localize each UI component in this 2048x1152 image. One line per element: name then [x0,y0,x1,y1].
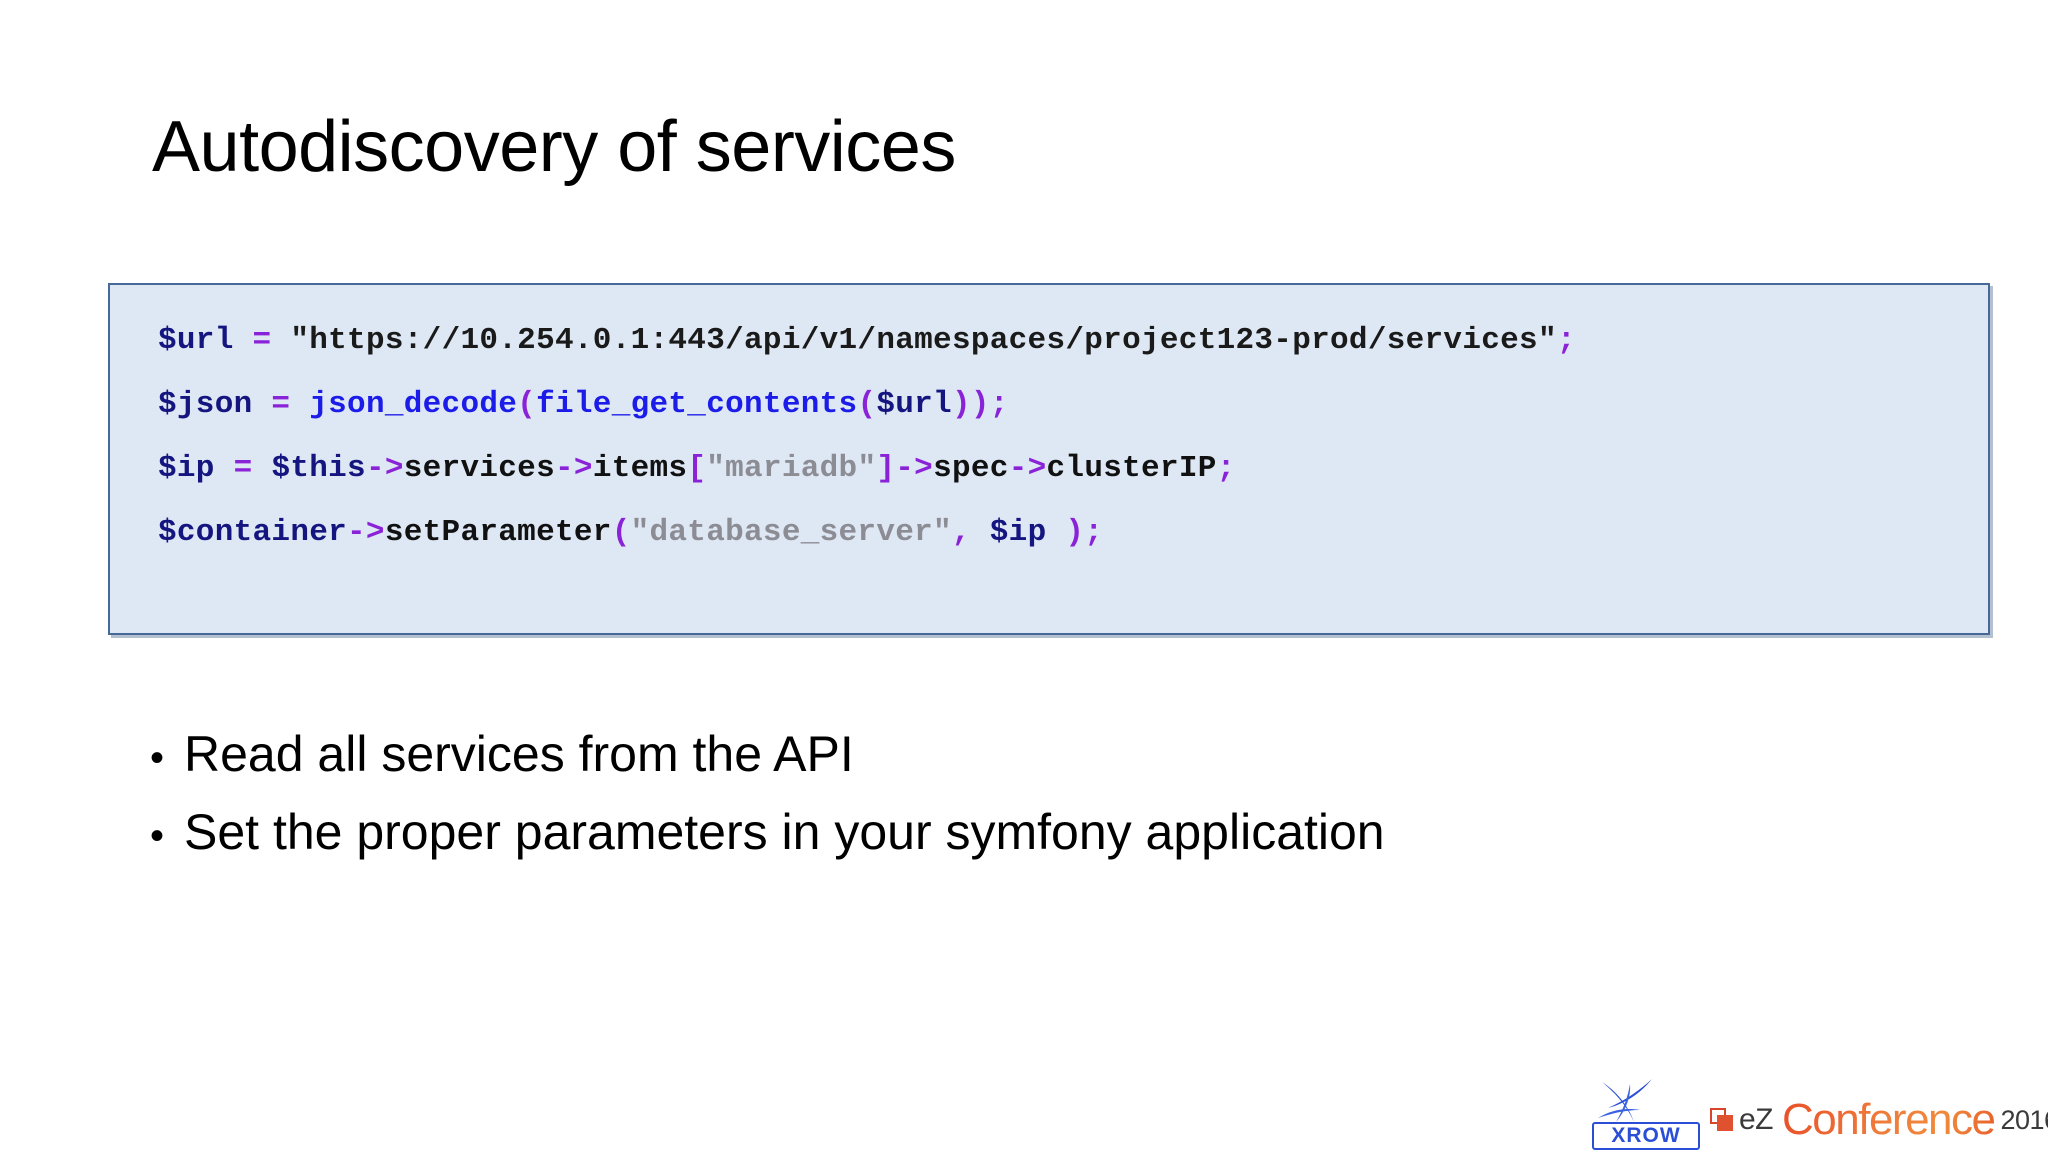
code-token: ; [1216,451,1236,486]
page-title: Autodiscovery of services [152,107,956,187]
code-token: items [592,451,688,486]
code-token: json_decode [309,387,518,422]
code-token: ; [1556,323,1576,358]
code-token: ); [1065,515,1104,550]
ez-conference-logo: eZ Conference 2016 [1710,1095,2048,1144]
code-token: ] [876,451,896,486]
code-token: $ip [989,515,1047,550]
bullet-dot-icon: • [150,813,165,858]
code-token [271,323,290,358]
code-token: = [233,451,253,486]
code-token: -> [365,451,404,486]
code-token: ( [517,387,537,422]
code-token [234,323,253,358]
code-token [253,387,272,422]
footer-logos: XROW eZ Conference 2016 [1592,1078,2048,1152]
ez-brand-label: eZ [1739,1103,1774,1136]
code-token: setParameter [384,515,612,550]
code-token: [ [687,451,707,486]
code-token: "database_server" [630,515,952,550]
xrow-star-icon [1598,1079,1652,1122]
list-item: • Read all services from the API [150,726,1750,784]
conference-label: Conference [1782,1095,1996,1144]
ez-squares-icon [1710,1108,1734,1132]
code-token: -> [1008,451,1047,486]
code-token: $container [158,515,348,550]
code-token [971,515,990,550]
bullet-dot-icon: • [150,736,165,780]
code-line: $ip = $this->services->items["mariadb"]-… [158,437,1980,501]
code-token: = [271,387,291,422]
code-token: clusterIP [1046,451,1217,486]
code-token: $this [271,451,366,486]
code-lines: $url = "https://10.254.0.1:443/api/v1/na… [158,309,1980,565]
code-token: $url [158,323,234,358]
code-block: $url = "https://10.254.0.1:443/api/v1/na… [108,283,1990,635]
code-token: services [403,451,555,486]
list-item: • Set the proper parameters in your symfo… [150,804,1750,862]
code-token: ( [611,515,631,550]
code-token: , [951,515,971,550]
code-token: = [252,323,272,358]
code-token [1046,515,1065,550]
code-token: "https://10.254.0.1:443/api/v1/namespace… [290,323,1557,358]
xrow-wordmark: XROW [1592,1122,1700,1150]
list-item-label: Read all services from the API [184,726,854,782]
bullet-list: • Read all services from the API • Set the … [150,726,1750,881]
code-token: file_get_contents [536,387,858,422]
code-token: spec [933,451,1009,486]
code-line: $url = "https://10.254.0.1:443/api/v1/na… [158,309,1980,373]
code-token [253,451,272,486]
code-token: $json [158,387,253,422]
code-token: -> [347,515,385,550]
code-line: $container->setParameter("database_serve… [158,501,1980,565]
code-token [215,451,234,486]
code-line: $json = json_decode(file_get_contents($u… [158,373,1980,437]
code-token [290,387,309,422]
code-token: -> [555,451,593,486]
code-token: $ip [158,451,215,486]
code-token: "mariadb" [706,451,877,486]
list-item-label: Set the proper parameters in your symfon… [184,803,1385,860]
code-token: )); [951,387,1009,422]
code-token: -> [895,451,934,486]
xrow-logo: XROW [1592,1078,1704,1152]
code-token: ( [857,387,877,422]
code-token: $url [876,387,952,422]
conference-year-label: 2016 [2000,1104,2048,1135]
